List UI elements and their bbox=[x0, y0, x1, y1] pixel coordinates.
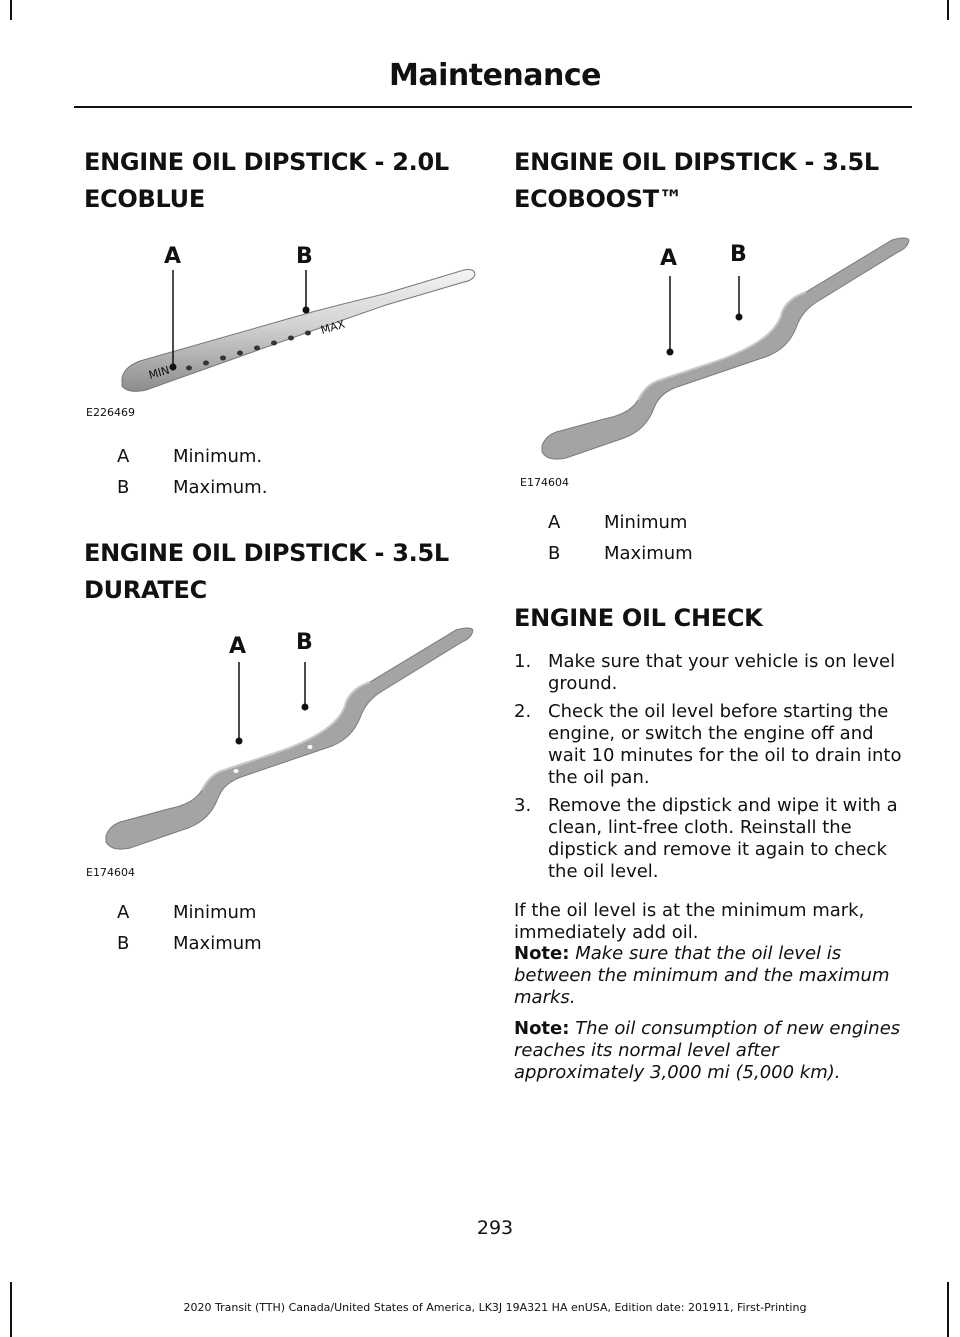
callout-dot-a bbox=[169, 363, 177, 371]
legend-key: A bbox=[548, 512, 561, 533]
level-hole bbox=[233, 769, 239, 773]
header-divider bbox=[74, 106, 912, 108]
note-label: Note: bbox=[514, 1018, 570, 1039]
legend-key: A bbox=[117, 902, 130, 923]
callout-b: B bbox=[296, 244, 313, 269]
callout-dot-a bbox=[666, 348, 674, 356]
dipstick-rod bbox=[105, 627, 474, 850]
callout-a: A bbox=[164, 244, 181, 269]
legend-value: Minimum bbox=[604, 512, 688, 533]
list-item: 1. Make sure that your vehicle is on lev… bbox=[514, 651, 912, 695]
legend-value: Minimum. bbox=[173, 446, 263, 467]
section-title-line: ENGINE OIL DIPSTICK - 3.5L bbox=[84, 539, 449, 567]
note-text: The oil consumption of new engines reach… bbox=[514, 1018, 901, 1083]
legend-key: A bbox=[117, 446, 130, 467]
level-hole bbox=[307, 745, 313, 749]
legend-row: B Maximum. bbox=[117, 477, 457, 508]
level-hole bbox=[671, 368, 677, 372]
section-title-ecoboost: ENGINE OIL DIPSTICK - 3.5L ECOBOOST™ bbox=[514, 144, 879, 218]
crop-mark bbox=[947, 0, 949, 20]
legend-value: Minimum bbox=[173, 902, 257, 923]
crop-mark bbox=[947, 1282, 949, 1337]
section-title-oil-check: ENGINE OIL CHECK bbox=[514, 604, 763, 632]
note-label: Note: bbox=[514, 943, 570, 964]
crop-mark bbox=[10, 1282, 12, 1337]
note-text: Make sure that the oil level is between … bbox=[514, 943, 890, 1008]
callout-a: A bbox=[229, 634, 246, 659]
dipstick-rod bbox=[121, 269, 476, 392]
figure-code: E174604 bbox=[520, 476, 569, 489]
legend-row: B Maximum bbox=[548, 543, 888, 574]
callout-dot-b bbox=[302, 306, 310, 314]
legend-row: B Maximum bbox=[117, 933, 457, 964]
step-number: 1. bbox=[514, 651, 532, 672]
minimum-mark-paragraph: If the oil level is at the minimum mark,… bbox=[514, 900, 865, 943]
section-title-line: ENGINE OIL DIPSTICK - 2.0L bbox=[84, 148, 449, 176]
page-title: Maintenance bbox=[388, 58, 602, 93]
section-title-duratec: ENGINE OIL DIPSTICK - 3.5L DURATEC bbox=[84, 535, 449, 609]
step-number: 3. bbox=[514, 795, 532, 816]
legend-duratec: A Minimum B Maximum bbox=[117, 902, 457, 964]
section-title-line: ECOBLUE bbox=[84, 185, 205, 213]
legend-value: Maximum bbox=[604, 543, 693, 564]
callout-dot-a bbox=[235, 737, 243, 745]
section-title-line: ENGINE OIL DIPSTICK - 3.5L bbox=[514, 148, 879, 176]
legend-value: Maximum. bbox=[173, 477, 268, 498]
note: Note: The oil consumption of new engines… bbox=[514, 1018, 912, 1084]
min-mark-label: MIN bbox=[147, 364, 171, 382]
note: Note: Make sure that the oil level is be… bbox=[514, 943, 912, 1009]
legend-row: A Minimum. bbox=[117, 446, 457, 477]
legend-ecoblue: A Minimum. B Maximum. bbox=[117, 446, 457, 508]
dipstick-figure-ecoboost: A B E174604 bbox=[514, 230, 912, 492]
callout-dot-b bbox=[735, 313, 743, 321]
step-number: 2. bbox=[514, 701, 532, 722]
step-text: Remove the dipstick and wipe it with a c… bbox=[548, 795, 898, 882]
step-text: Make sure that your vehicle is on level … bbox=[548, 651, 896, 694]
figure-code: E226469 bbox=[86, 406, 135, 419]
legend-row: A Minimum bbox=[548, 512, 888, 543]
dipstick-rod bbox=[541, 237, 910, 460]
list-item: 3. Remove the dipstick and wipe it with … bbox=[514, 795, 912, 883]
callout-b: B bbox=[730, 242, 747, 267]
section-title-line: ECOBOOST™ bbox=[514, 185, 683, 213]
callout-a: A bbox=[660, 246, 677, 271]
level-holes bbox=[186, 330, 311, 371]
callout-dot-b bbox=[301, 703, 309, 711]
legend-row: A Minimum bbox=[117, 902, 457, 933]
callout-b: B bbox=[296, 630, 313, 655]
legend-key: B bbox=[117, 933, 130, 954]
page-number: 293 bbox=[476, 1217, 514, 1239]
crop-mark bbox=[10, 0, 12, 20]
legend-ecoboost: A Minimum B Maximum bbox=[548, 512, 888, 574]
list-item: 2. Check the oil level before starting t… bbox=[514, 701, 912, 789]
figure-code: E174604 bbox=[86, 866, 135, 879]
legend-key: B bbox=[548, 543, 561, 564]
dipstick-figure-duratec: A B E174604 bbox=[84, 620, 480, 882]
level-hole bbox=[741, 344, 747, 348]
legend-value: Maximum bbox=[173, 933, 262, 954]
legend-key: B bbox=[117, 477, 130, 498]
dipstick-figure-ecoblue: MIN MAX A B E226469 bbox=[84, 230, 480, 426]
edition-footer: 2020 Transit (TTH) Canada/United States … bbox=[183, 1301, 807, 1314]
step-text: Check the oil level before starting the … bbox=[548, 701, 902, 788]
section-title-line: DURATEC bbox=[84, 576, 207, 604]
section-title-ecoblue: ENGINE OIL DIPSTICK - 2.0L ECOBLUE bbox=[84, 144, 449, 218]
oil-check-steps: 1. Make sure that your vehicle is on lev… bbox=[514, 651, 912, 889]
